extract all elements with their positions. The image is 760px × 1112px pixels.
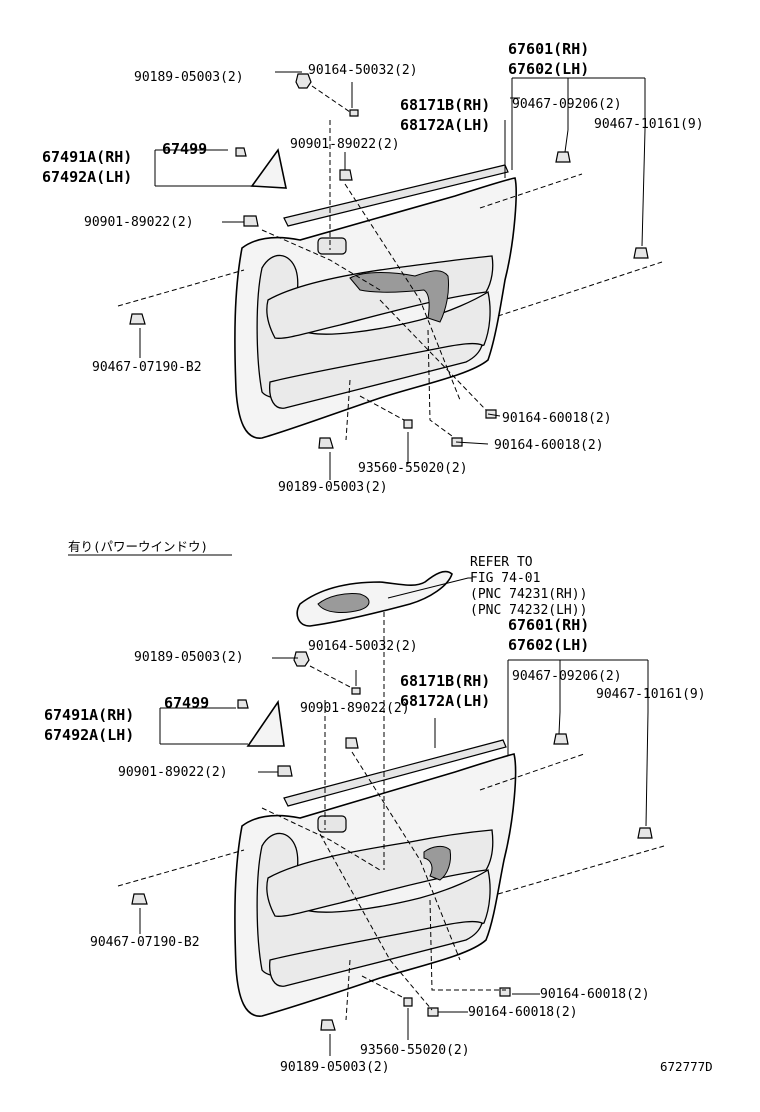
label-90164-50032: 90164-50032(2) — [308, 63, 418, 78]
clip-90189-top — [293, 651, 310, 667]
clip-90467-09206 — [555, 151, 571, 163]
leader-dashes — [117, 612, 665, 1021]
label-90901-89022-left: 90901-89022(2) — [84, 215, 194, 230]
label-90467-09206: 90467-09206(2) — [512, 97, 622, 112]
label-93560-55020: 93560-55020(2) — [358, 461, 468, 476]
window-weatherstrip — [283, 164, 509, 227]
label-90189-05003-b: 90189-05003(2) — [278, 480, 388, 495]
label-67499: 67499 — [162, 140, 207, 158]
refer-line4: (PNC 74232(LH)) — [470, 603, 587, 618]
label-90901-89022-upper: 90901-89022(2) — [300, 701, 410, 716]
switch-buttons — [317, 593, 370, 613]
bottom-assembly: REFER TO FIG 74-01 (PNC 74231(RH)) (PNC … — [44, 555, 706, 1075]
label-90189-05003-b: 90189-05003(2) — [280, 1060, 390, 1075]
clip-90901-upper — [339, 169, 353, 181]
screw-90164-60018-a — [499, 987, 511, 997]
mirror-cover-67491 — [246, 699, 285, 747]
pull-handle — [349, 270, 449, 323]
label-67602: 67602(LH) — [508, 636, 589, 654]
clip-90467-09206 — [553, 733, 569, 745]
refer-line1: REFER TO — [470, 555, 533, 570]
clip-90901-left — [243, 215, 259, 227]
label-68172A: 68172A(LH) — [400, 116, 490, 134]
figure-id: 672777D — [660, 1059, 713, 1074]
clip-90189-bottom — [318, 437, 334, 449]
clip-67499 — [235, 147, 247, 157]
door-lock-knob — [317, 237, 347, 255]
map-pocket — [269, 342, 483, 409]
label-90467-07190-B2: 90467-07190-B2 — [92, 360, 202, 375]
label-90164-60018-b: 90164-60018(2) — [494, 438, 604, 453]
screw-93560 — [403, 997, 413, 1007]
label-90467-10161: 90467-10161(9) — [594, 117, 704, 132]
label-67491A: 67491A(RH) — [44, 706, 134, 724]
pull-handle — [423, 845, 451, 881]
label-90164-50032: 90164-50032(2) — [308, 639, 418, 654]
label-67602: 67602(LH) — [508, 60, 589, 78]
screw-90164-top — [351, 687, 361, 695]
label-90164-60018-a: 90164-60018(2) — [540, 987, 650, 1002]
top-assembly: 67601(RH) 67602(LH) 90189-05003(2) 90164… — [42, 40, 704, 495]
clip-90467-10161 — [637, 827, 653, 839]
label-67601: 67601(RH) — [508, 40, 589, 58]
label-90901-89022-upper: 90901-89022(2) — [290, 137, 400, 152]
label-90164-60018-b: 90164-60018(2) — [468, 1005, 578, 1020]
label-67499: 67499 — [164, 694, 209, 712]
screw-90164-60018-b — [427, 1007, 439, 1017]
power-window-switch-base — [296, 570, 453, 627]
label-67492A: 67492A(LH) — [42, 168, 132, 186]
label-93560-55020: 93560-55020(2) — [360, 1043, 470, 1058]
clip-90467-07190 — [131, 893, 148, 905]
clip-90189-top — [295, 73, 312, 89]
label-68171B: 68171B(RH) — [400, 96, 490, 114]
mirror-cover-67491 — [250, 148, 287, 189]
label-90467-10161: 90467-10161(9) — [596, 687, 706, 702]
label-90901-89022-left: 90901-89022(2) — [118, 765, 228, 780]
door-lock-knob — [317, 815, 347, 833]
label-90189-05003-a: 90189-05003(2) — [134, 650, 244, 665]
refer-leader — [387, 577, 472, 599]
label-67601: 67601(RH) — [508, 616, 589, 634]
label-90189-05003-a: 90189-05003(2) — [134, 70, 244, 85]
refer-line2: FIG 74-01 — [470, 571, 540, 586]
leader-lines — [139, 71, 646, 480]
clip-67499 — [237, 699, 249, 709]
label-67491A: 67491A(RH) — [42, 148, 132, 166]
window-weatherstrip — [283, 739, 507, 807]
label-90164-60018-a: 90164-60018(2) — [502, 411, 612, 426]
clip-90467-10161 — [633, 247, 649, 259]
label-67492A: 67492A(LH) — [44, 726, 134, 744]
leader-lines — [139, 657, 649, 1056]
label-90467-07190-B2: 90467-07190-B2 — [90, 935, 200, 950]
screw-90164-top — [349, 109, 359, 117]
leader-dashes — [117, 85, 663, 441]
label-68172A: 68172A(LH) — [400, 692, 490, 710]
refer-line3: (PNC 74231(RH)) — [470, 587, 587, 602]
section-note: 有り(パワーウインドウ) — [68, 539, 208, 554]
label-90467-09206: 90467-09206(2) — [512, 669, 622, 684]
clip-90189-bottom — [320, 1019, 336, 1031]
clip-90467-07190 — [129, 313, 146, 325]
screw-93560 — [403, 419, 413, 429]
label-68171B: 68171B(RH) — [400, 672, 490, 690]
map-pocket — [269, 920, 483, 987]
clip-90901-left — [277, 765, 293, 777]
clip-90901-upper — [345, 737, 359, 749]
